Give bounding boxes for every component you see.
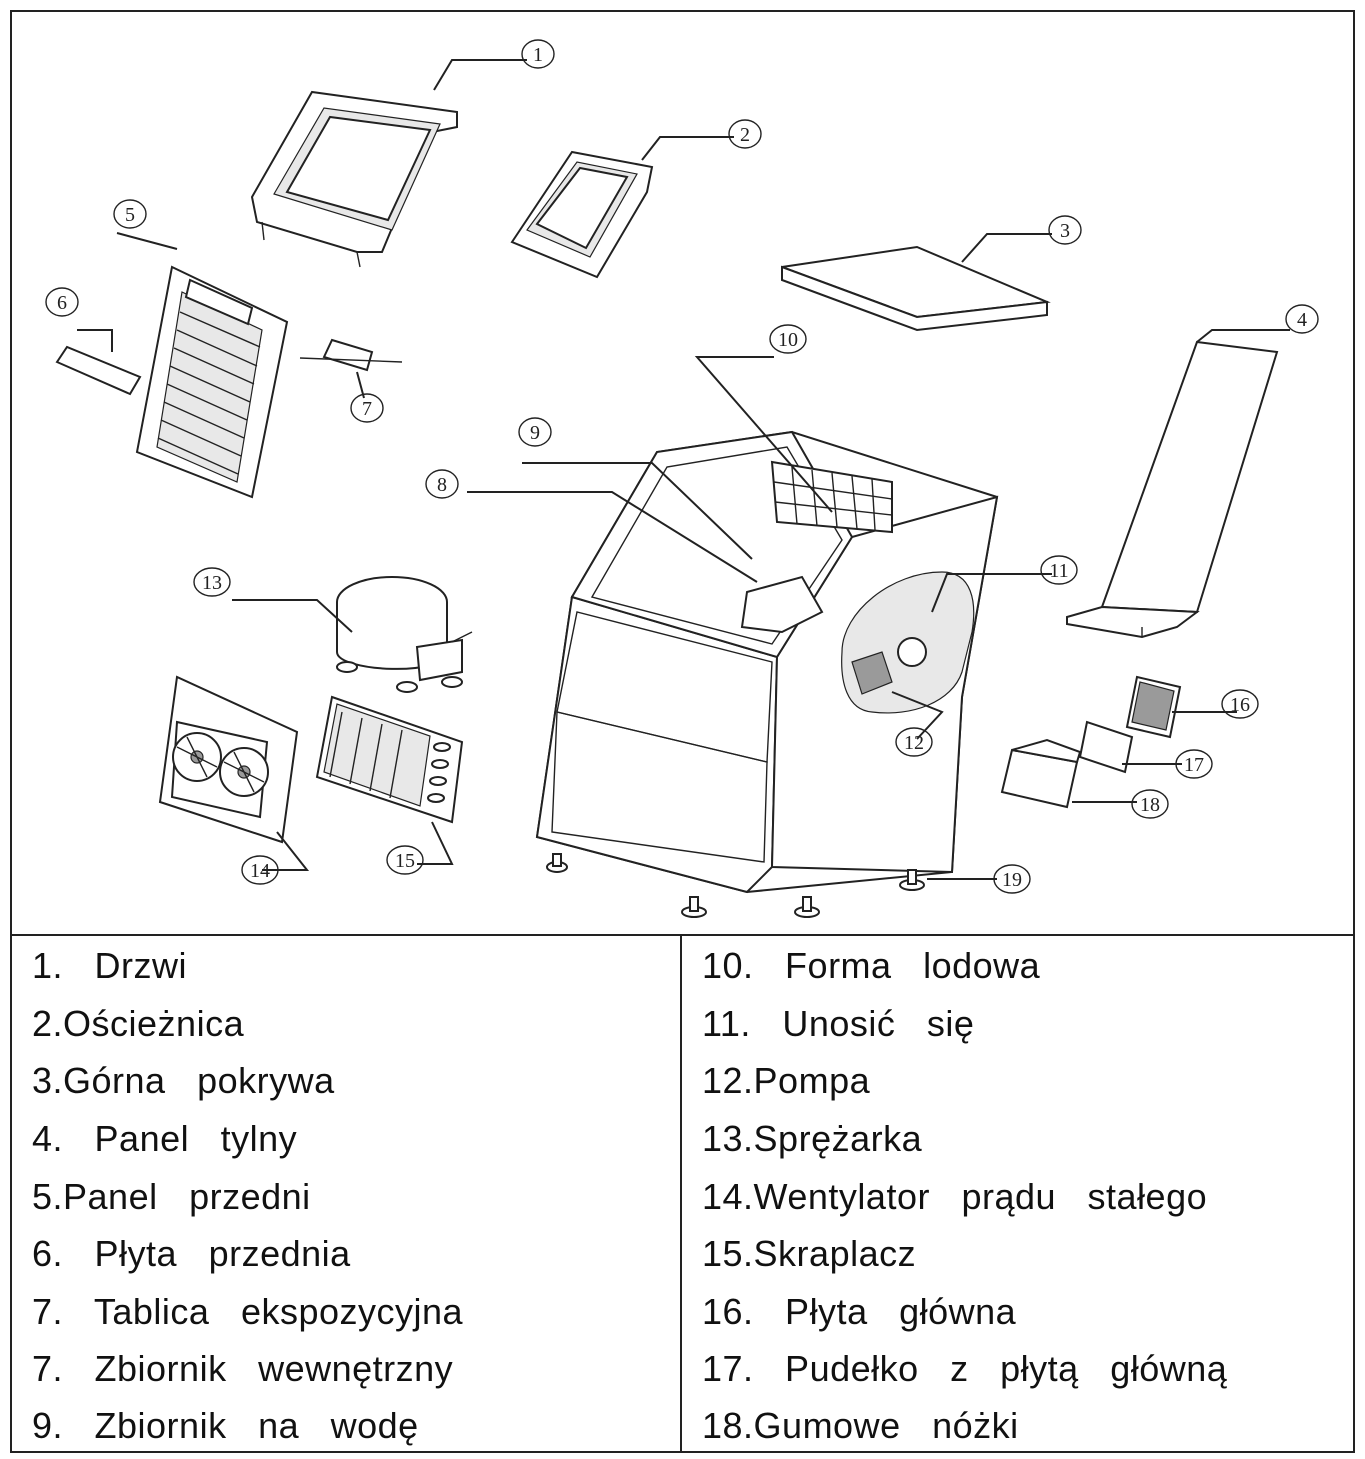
svg-text:16: 16: [1230, 694, 1250, 716]
part-compressor: [336, 576, 473, 693]
callout-labels: 1 2 3 4 5 6 7 8 9 10 11 12 13 14 15 16 1…: [45, 39, 1319, 894]
svg-text:4: 4: [1297, 309, 1307, 331]
callout-13: 13: [193, 567, 231, 597]
svg-text:19: 19: [1002, 869, 1022, 891]
legend-item: 7. Zbiornik wewnętrzny: [32, 1348, 454, 1389]
callout-5: 5: [113, 199, 147, 229]
svg-text:9: 9: [530, 422, 540, 444]
callout-10: 10: [769, 324, 807, 354]
part-feet: [546, 853, 925, 918]
svg-text:11: 11: [1049, 560, 1068, 582]
part-back-panel: [1066, 340, 1279, 639]
svg-text:6: 6: [57, 292, 67, 314]
legend-item: 7. Tablica ekspozycyjna: [32, 1291, 464, 1332]
svg-text:5: 5: [125, 204, 135, 226]
legend-item: 12.Pompa: [702, 1060, 871, 1101]
legend-item: 10. Forma lodowa: [702, 945, 1041, 986]
callout-7: 7: [350, 393, 384, 423]
part-dc-fan: [158, 675, 299, 844]
legend-item: 9. Zbiornik na wodę: [32, 1405, 419, 1446]
svg-text:10: 10: [778, 329, 798, 351]
callout-9: 9: [518, 417, 552, 447]
part-rubber-feet-box: [1000, 738, 1082, 809]
part-main-board: [1125, 675, 1182, 739]
callout-14: 14: [241, 855, 279, 885]
figure-frame: 1 2 3 4 5 6 7 8 9 10 11 12 13 14 15 16 1…: [10, 10, 1355, 1453]
callout-15: 15: [386, 845, 424, 875]
svg-text:12: 12: [904, 732, 924, 754]
part-display-board: [299, 338, 403, 372]
legend-item: 6. Płyta przednia: [32, 1233, 351, 1274]
legend-item: 16. Płyta główna: [702, 1291, 1017, 1332]
part-door: [250, 90, 458, 268]
callout-12: 12: [895, 727, 933, 757]
part-main-board-box: [1078, 720, 1134, 774]
legend-item: 15.Skraplacz: [702, 1233, 917, 1274]
parts-legend: 1. Drzwi 2.Ościeżnica 3.Górna pokrywa 4.…: [12, 934, 1353, 1451]
callout-19: 19: [993, 864, 1031, 894]
legend-item: 11. Unosić się: [702, 1003, 975, 1044]
legend-item: 2.Ościeżnica: [32, 1003, 245, 1044]
callout-8: 8: [425, 469, 459, 499]
leader-lines: [77, 59, 1290, 880]
legend-item: 1. Drzwi: [32, 945, 188, 986]
part-door-frame: [510, 150, 654, 279]
legend-item: 5.Panel przedni: [32, 1176, 311, 1217]
legend-item: 18.Gumowe nóżki: [702, 1405, 1019, 1446]
part-front-panel: [135, 265, 289, 499]
part-top-cover: [781, 245, 1051, 332]
callout-6: 6: [45, 287, 79, 317]
part-front-plate: [55, 345, 142, 396]
svg-text:13: 13: [202, 572, 222, 594]
svg-text:18: 18: [1140, 794, 1160, 816]
legend-item: 14.Wentylator prądu stałego: [702, 1176, 1208, 1217]
svg-text:2: 2: [740, 124, 750, 146]
svg-text:1: 1: [533, 44, 543, 66]
legend-item: 17. Pudełko z płytą główną: [702, 1348, 1228, 1389]
part-condenser: [315, 695, 464, 824]
legend-item: 3.Górna pokrywa: [32, 1060, 335, 1101]
callout-2: 2: [728, 119, 762, 149]
callout-17: 17: [1175, 749, 1213, 779]
exploded-diagram: 1 2 3 4 5 6 7 8 9 10 11 12 13 14 15 16 1…: [12, 12, 1353, 934]
svg-text:7: 7: [362, 398, 372, 420]
part-cabinet: [535, 430, 999, 894]
callout-16: 16: [1221, 689, 1259, 719]
callout-11: 11: [1040, 555, 1078, 585]
callout-3: 3: [1048, 215, 1082, 245]
legend-item: 13.Sprężarka: [702, 1118, 923, 1159]
legend-right-column: 10. Forma lodowa 11. Unosić się 12.Pompa…: [682, 936, 1353, 1451]
svg-text:17: 17: [1184, 754, 1204, 776]
callout-1: 1: [521, 39, 555, 69]
svg-text:8: 8: [437, 474, 447, 496]
callout-4: 4: [1285, 304, 1319, 334]
legend-item: 4. Panel tylny: [32, 1118, 298, 1159]
legend-left-column: 1. Drzwi 2.Ościeżnica 3.Górna pokrywa 4.…: [12, 936, 682, 1451]
svg-text:3: 3: [1060, 220, 1070, 242]
callout-18: 18: [1131, 789, 1169, 819]
svg-text:14: 14: [250, 860, 270, 882]
svg-text:15: 15: [395, 850, 415, 872]
